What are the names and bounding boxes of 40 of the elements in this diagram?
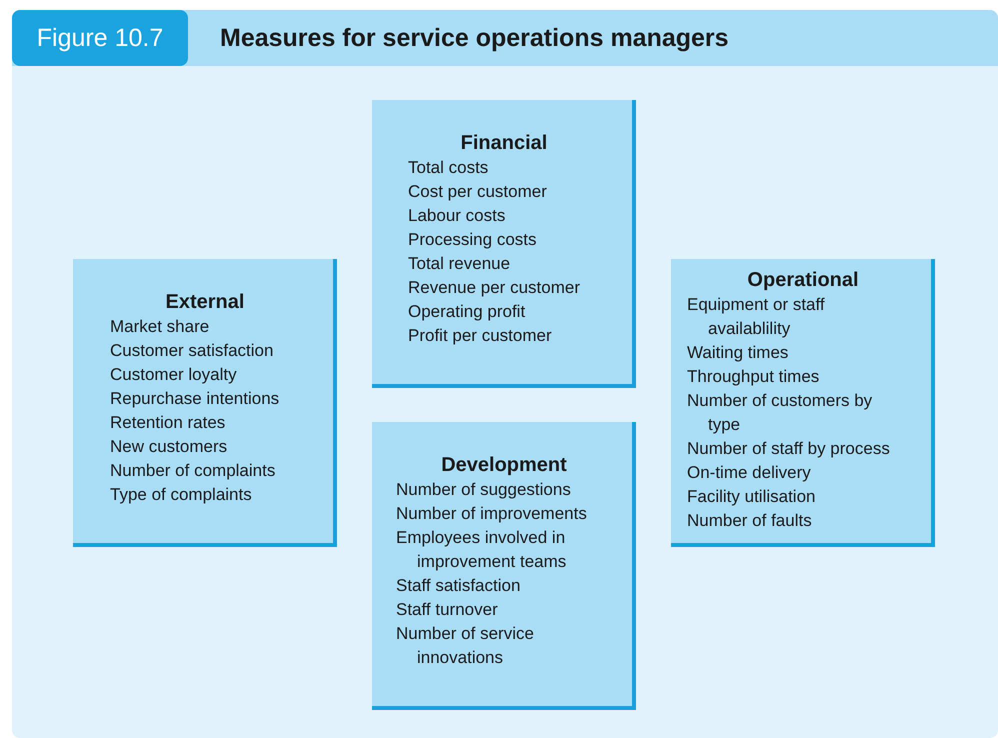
measure-item: Total revenue [408,253,510,275]
measure-card [372,100,636,388]
card-heading: External [164,290,246,315]
measure-card [73,259,337,547]
measure-item: Market share [110,316,210,338]
measure-item: Operating profit [408,301,526,323]
measure-item: Cost per customer [408,181,547,203]
card-heading: Development [440,453,568,478]
measure-card [671,259,935,547]
figure-title: Measures for service operations managers [220,23,729,54]
measure-item: Facility utilisation [687,486,816,508]
measure-item: Revenue per customer [408,277,580,299]
measure-item: Labour costs [408,205,506,227]
measure-item: Repurchase intentions [110,388,280,410]
measure-card [372,422,636,710]
measure-item: Number of faults [687,510,812,532]
measure-item: On-time delivery [687,462,811,484]
measure-item: Processing costs [408,229,536,251]
measure-item: New customers [110,436,228,458]
measure-item: Type of complaints [110,484,252,506]
measure-item: Number of improvements [396,503,587,525]
measure-item: Waiting times [687,342,788,364]
measure-item: Equipment or staff availablility [687,294,826,340]
measure-item: Employees involved in improvement teams [396,527,568,573]
measure-item: Staff satisfaction [396,575,520,597]
measure-item: Number of complaints [110,460,276,482]
measure-item: Number of customers by type [687,390,874,436]
measure-item: Number of suggestions [396,479,571,501]
measure-item: Customer loyalty [110,364,237,386]
measure-item: Retention rates [110,412,226,434]
figure-number-tab: Figure 10.7 [12,10,188,66]
measure-item: Profit per customer [408,325,552,347]
measure-item: Staff turnover [396,599,498,621]
measure-item: Number of service innovations [396,623,535,669]
measure-item: Throughput times [687,366,820,388]
card-heading: Financial [460,131,548,156]
card-heading: Operational [746,268,860,293]
measure-item: Total costs [408,157,488,179]
measure-item: Customer satisfaction [110,340,274,362]
measure-item: Number of staff by process [687,438,890,460]
